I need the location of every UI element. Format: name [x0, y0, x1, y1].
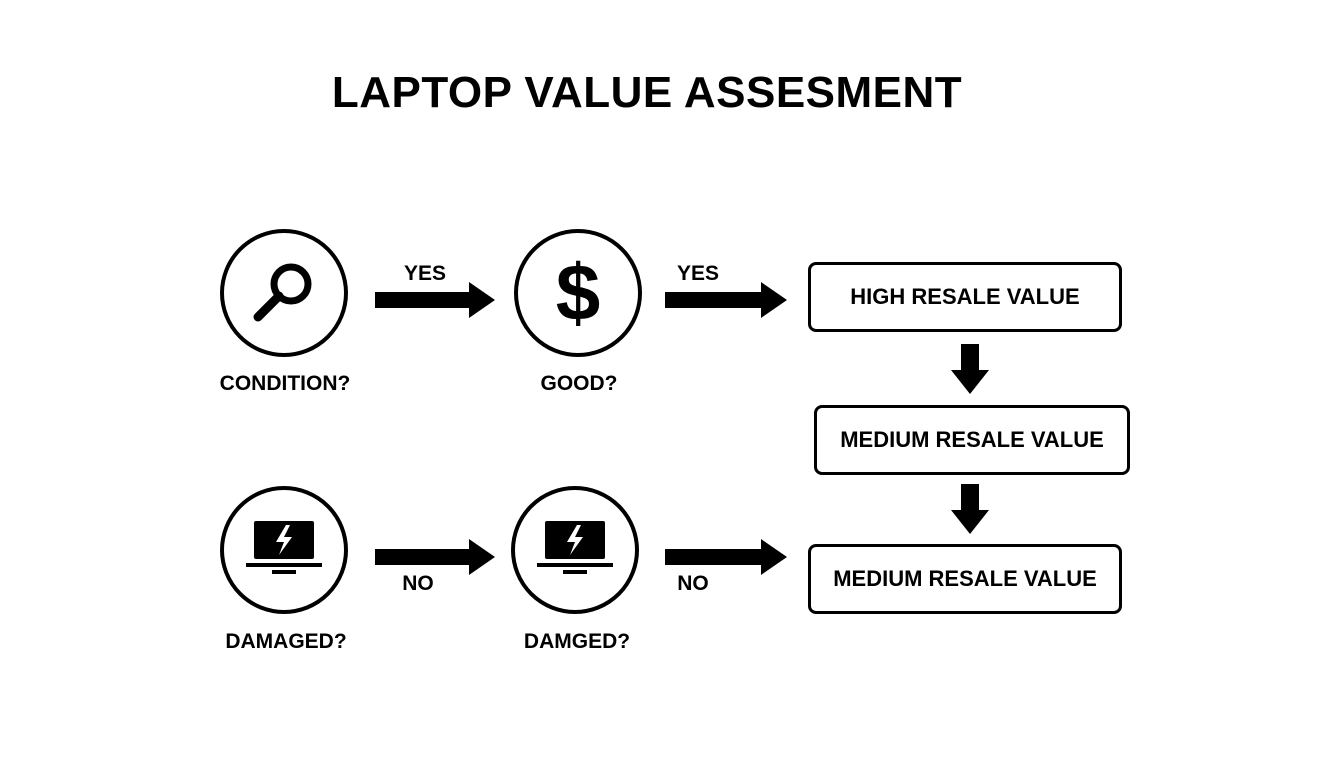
arrow-damged-to-medium — [665, 539, 787, 575]
damged-label: DAMGED? — [523, 630, 631, 653]
magnifier-icon — [253, 263, 312, 322]
good-node: $ — [514, 229, 642, 357]
broken-laptop-icon — [537, 521, 613, 574]
damged-node — [511, 486, 639, 614]
broken-laptop-icon — [246, 521, 322, 574]
edge-label-yes-1: YES — [403, 262, 447, 285]
edge-label-no-2: NO — [677, 572, 709, 595]
dollar-icon: $ — [555, 248, 601, 337]
arrow-condition-to-good — [375, 282, 495, 318]
outcome-high-resale-box: HIGH RESALE VALUE — [808, 262, 1122, 332]
arrow-high-to-medium — [951, 344, 989, 394]
arrow-damaged-to-damged — [375, 539, 495, 575]
outcome-medium-resale-box-1: MEDIUM RESALE VALUE — [814, 405, 1130, 475]
outcome-medium-resale-box-2: MEDIUM RESALE VALUE — [808, 544, 1122, 614]
damaged-label: DAMAGED? — [225, 630, 347, 653]
arrow-medium-to-medium — [951, 484, 989, 534]
condition-label: CONDITION? — [219, 372, 351, 395]
condition-node — [220, 229, 348, 357]
edge-label-yes-2: YES — [676, 262, 720, 285]
arrow-good-to-high — [665, 282, 787, 318]
good-label: GOOD? — [540, 372, 618, 395]
edge-label-no-1: NO — [402, 572, 434, 595]
page-title: LAPTOP VALUE ASSESMENT — [331, 68, 963, 117]
damaged-node — [220, 486, 348, 614]
